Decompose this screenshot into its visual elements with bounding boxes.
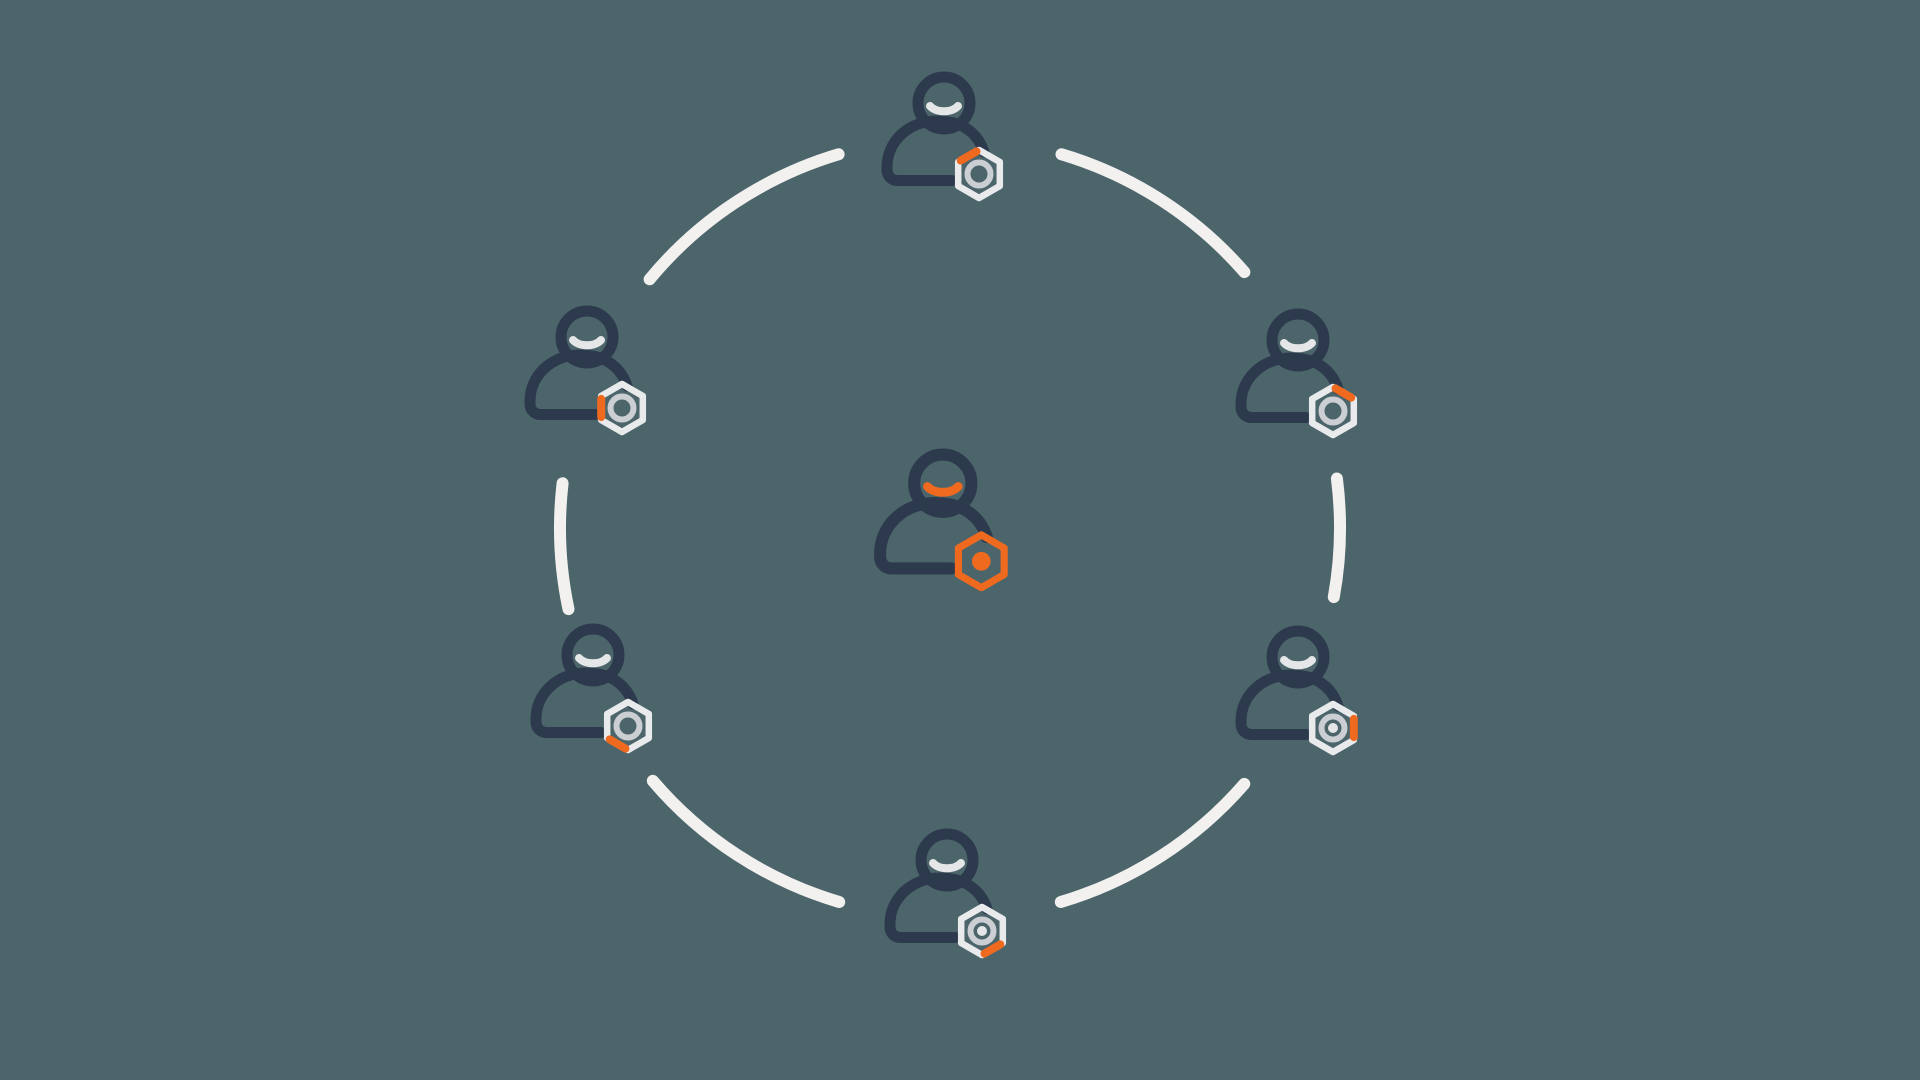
user-torso [1235, 669, 1344, 740]
smile [1280, 339, 1316, 353]
nut-dot [977, 926, 987, 936]
person-node-top-left [509, 295, 669, 465]
ring-arc-top-right [1055, 148, 1251, 279]
ring-arc-left [554, 477, 575, 616]
person-node-top [866, 61, 1026, 231]
smile [923, 482, 963, 497]
user-icon [1235, 308, 1358, 439]
user-head [555, 305, 619, 369]
user-icon [874, 448, 1008, 592]
ring-arc-right [1327, 472, 1346, 604]
hex-nut-badge [597, 380, 647, 436]
user-head [1266, 625, 1330, 689]
user-head [908, 448, 978, 518]
user-torso [524, 349, 633, 420]
smile [929, 859, 965, 873]
user-icon [881, 71, 1004, 202]
smile [926, 102, 962, 116]
person-node-top-right [1220, 298, 1380, 468]
user-icon [1235, 625, 1358, 756]
user-torso [874, 496, 993, 575]
smile [1280, 656, 1316, 670]
person-node-bottom-right [1220, 615, 1380, 785]
badge-accent [1331, 384, 1356, 402]
nut-hole [967, 916, 997, 946]
nut-hole [1318, 396, 1348, 426]
user-head [561, 623, 625, 687]
user-icon [530, 623, 653, 754]
smile [575, 654, 611, 668]
user-head [912, 71, 976, 135]
user-torso [1235, 352, 1344, 423]
nut-hole [607, 393, 637, 423]
person-node-bottom [869, 818, 1029, 988]
nut-hole [1318, 713, 1348, 743]
hex-nut-badge [954, 531, 1008, 592]
ring-arc-top-left [643, 148, 845, 286]
user-torso [884, 872, 993, 943]
badge-accent [605, 735, 630, 753]
badge-accent [956, 147, 981, 165]
ring-arc-bottom-right [1054, 777, 1251, 908]
nut-dot [1328, 723, 1338, 733]
user-head [915, 828, 979, 892]
ring-arc-bottom-left [646, 774, 846, 908]
user-icon [884, 828, 1007, 959]
person-node-center [857, 437, 1033, 624]
user-icon [524, 305, 647, 436]
user-torso [530, 667, 639, 738]
user-head [1266, 308, 1330, 372]
nut-dot [971, 551, 991, 571]
badge-accent [980, 940, 1005, 958]
user-torso [881, 115, 990, 186]
smile [569, 336, 605, 350]
nut-hole [964, 159, 994, 189]
person-node-bottom-left [515, 613, 675, 783]
nut-hole [613, 711, 643, 741]
